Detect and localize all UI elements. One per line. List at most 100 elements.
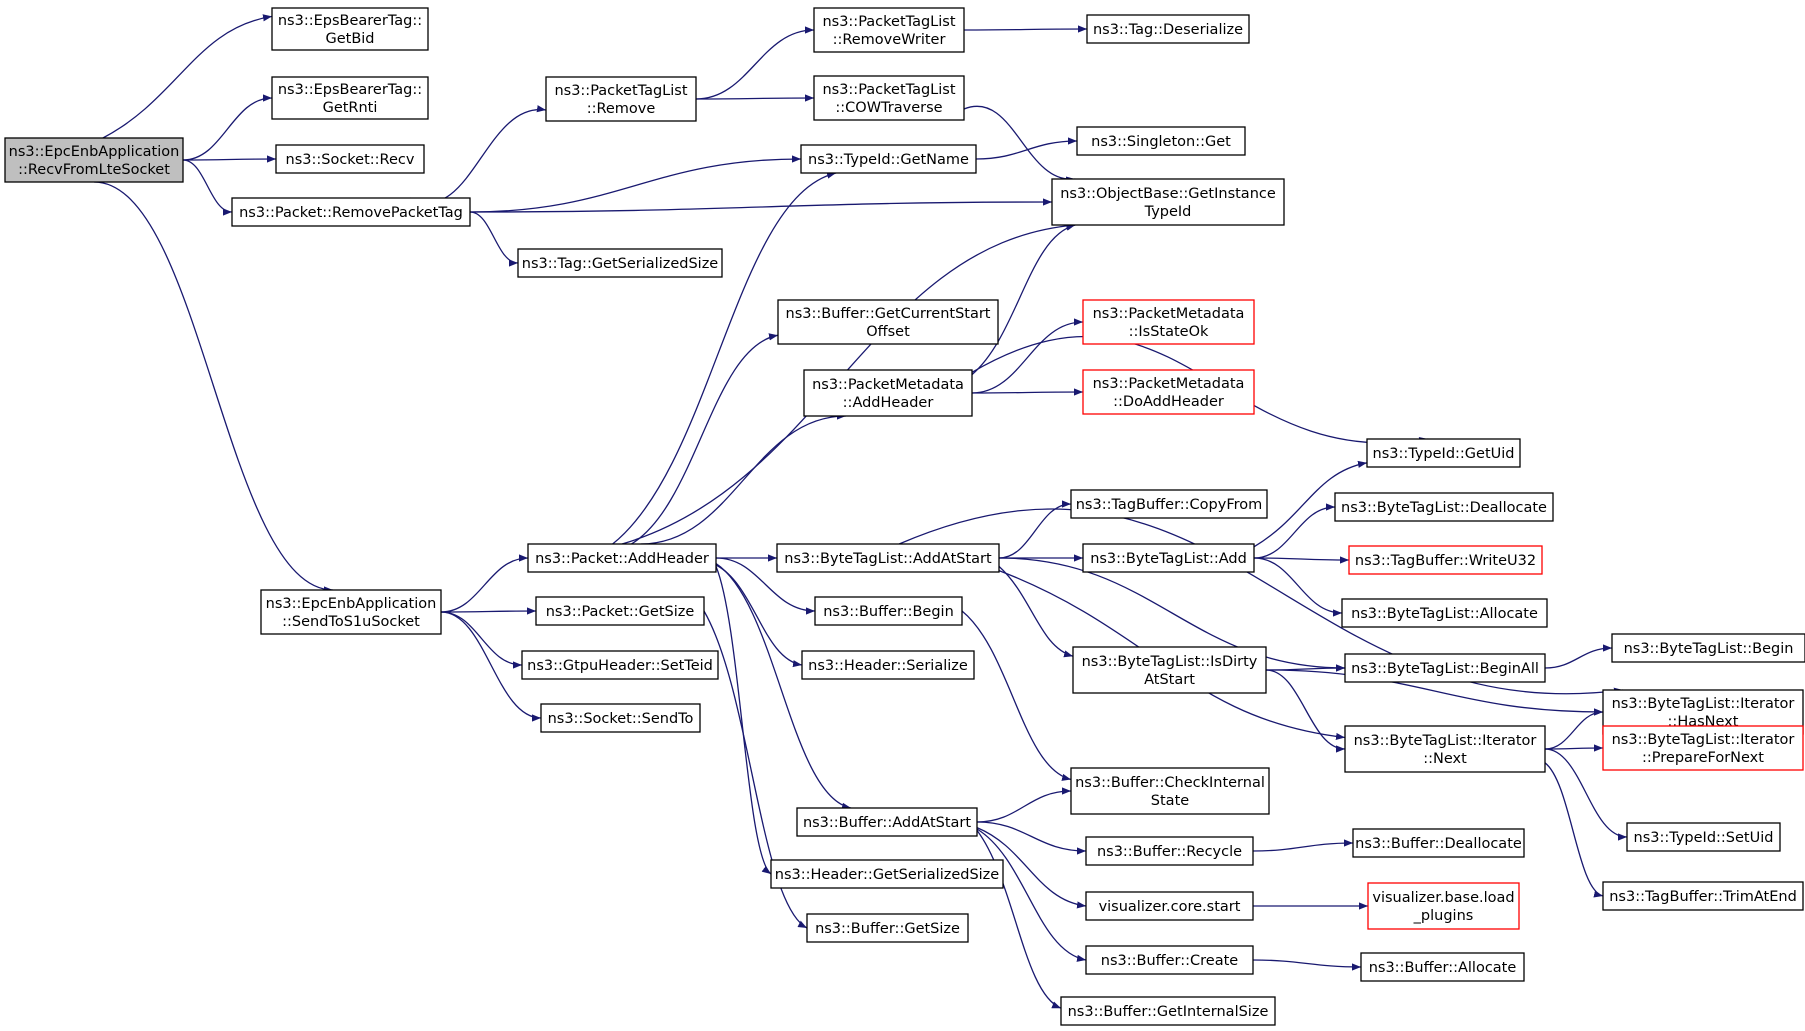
node-btl_begin[interactable]: ns3::ByteTagList::Begin	[1611, 633, 1805, 663]
node-btl_beginall[interactable]: ns3::ByteTagList::BeginAll	[1344, 653, 1546, 683]
node-buffer_addatstart[interactable]: ns3::Buffer::AddAtStart	[796, 807, 978, 837]
edge-packet_addheader-to-objectbase_getinstancetypeid	[621, 222, 1076, 545]
edge-root-to-removepackettag	[182, 159, 233, 216]
node-btl_allocate[interactable]: ns3::ByteTagList::Allocate	[1341, 598, 1548, 628]
node-label-line: ns3::PacketMetadata	[1093, 376, 1245, 392]
edge-btl_isdirtyatstart-to-btl_iterator_hasnext	[1265, 669, 1604, 716]
node-box	[275, 144, 425, 174]
node-box	[1344, 725, 1546, 773]
node-label-line: ns3::Socket::SendTo	[548, 711, 694, 727]
node-header_serialize[interactable]: ns3::Header::Serialize	[801, 650, 975, 680]
node-label-line: visualizer.core.start	[1099, 899, 1241, 915]
node-packet_addheader[interactable]: ns3::Packet::AddHeader	[527, 543, 717, 573]
node-buffer_recycle[interactable]: ns3::Buffer::Recycle	[1085, 836, 1254, 866]
edge-removepackettag-to-ptlremove	[410, 105, 547, 204]
edge-packet_addheader-to-pm_addheader	[640, 412, 847, 545]
edge-ptlremove-to-ptlcowtraverse	[695, 94, 815, 102]
node-visualizer_base_load_plugins[interactable]: visualizer.base.load_plugins	[1367, 882, 1520, 930]
node-label-line: ns3::PacketMetadata	[1093, 306, 1245, 322]
node-typeid_getuid[interactable]: ns3::TypeId::GetUid	[1366, 438, 1521, 468]
node-box	[1082, 299, 1255, 345]
node-label-line: ns3::Singleton::Get	[1091, 134, 1231, 150]
node-buffer_begin[interactable]: ns3::Buffer::Begin	[814, 596, 963, 626]
node-buffer_getsize[interactable]: ns3::Buffer::GetSize	[806, 913, 969, 943]
node-header_getserializedsize[interactable]: ns3::Header::GetSerializedSize	[770, 859, 1004, 889]
node-label-line: AtStart	[1144, 672, 1195, 688]
node-box	[800, 144, 977, 174]
node-buffer_create[interactable]: ns3::Buffer::Create	[1085, 945, 1254, 975]
node-box	[1602, 881, 1804, 911]
node-root[interactable]: ns3::EpcEnbApplication::RecvFromLteSocke…	[4, 137, 184, 183]
node-box	[1072, 646, 1267, 694]
node-socket_sendto[interactable]: ns3::Socket::SendTo	[540, 703, 701, 733]
node-box	[4, 137, 184, 183]
node-box	[1626, 822, 1781, 852]
node-singleton_get[interactable]: ns3::Singleton::Get	[1076, 126, 1246, 156]
edge-btl_addatstart-to-btl_iterator_hasnext	[898, 508, 1624, 695]
node-box	[1076, 126, 1246, 156]
edge-pm_addheader-to-pm_isstateok	[971, 318, 1084, 394]
node-typeid_getname[interactable]: ns3::TypeId::GetName	[800, 144, 977, 174]
node-box	[1085, 891, 1254, 921]
node-buffer_allocate[interactable]: ns3::Buffer::Allocate	[1360, 952, 1525, 982]
edge-buffer_addatstart-to-buffer_checkinternalstate	[976, 787, 1072, 823]
node-ptlcowtraverse[interactable]: ns3::PacketTagList::COWTraverse	[813, 75, 965, 121]
node-box	[777, 299, 999, 345]
node-btl_iterator_preparefornext[interactable]: ns3::ByteTagList::Iterator::PrepareForNe…	[1602, 725, 1804, 771]
node-buffer_deallocate[interactable]: ns3::Buffer::Deallocate	[1352, 828, 1525, 858]
node-label-line: Offset	[866, 324, 910, 340]
node-pm_doaddheader[interactable]: ns3::PacketMetadata::DoAddHeader	[1082, 369, 1255, 415]
node-socketrecv[interactable]: ns3::Socket::Recv	[275, 144, 425, 174]
node-tag_getserializedsize[interactable]: ns3::Tag::GetSerializedSize	[517, 248, 723, 278]
node-gtpu_setteid[interactable]: ns3::GtpuHeader::SetTeid	[521, 650, 719, 680]
node-label-line: ns3::Header::Serialize	[808, 658, 968, 674]
node-btl_addatstart[interactable]: ns3::ByteTagList::AddAtStart	[776, 543, 1000, 573]
node-ptlremovewriter[interactable]: ns3::PacketTagList::RemoveWriter	[813, 7, 965, 53]
node-btl_add[interactable]: ns3::ByteTagList::Add	[1082, 543, 1255, 573]
node-ptlremove[interactable]: ns3::PacketTagList::Remove	[545, 76, 697, 122]
node-getrnti[interactable]: ns3::EpsBearerTag::GetRnti	[271, 76, 429, 120]
node-packet_getsize[interactable]: ns3::Packet::GetSize	[535, 596, 705, 626]
node-label-line: ns3::TagBuffer::TrimAtEnd	[1609, 889, 1797, 905]
edge-pm_addheader-to-pm_doaddheader	[971, 388, 1084, 396]
node-getbid[interactable]: ns3::EpsBearerTag::GetBid	[271, 7, 429, 51]
node-tag_deserialize[interactable]: ns3::Tag::Deserialize	[1086, 14, 1250, 44]
edge-root-to-getbid	[102, 14, 273, 139]
node-tagbuffer_copyfrom[interactable]: ns3::TagBuffer::CopyFrom	[1070, 489, 1268, 519]
node-tagbuffer_trimatend[interactable]: ns3::TagBuffer::TrimAtEnd	[1602, 881, 1804, 911]
edge-btl_add-to-btl_allocate	[1253, 557, 1343, 617]
edge-btl_iterator_next-to-btl_iterator_preparefornext	[1544, 744, 1604, 752]
edge-btl_add-to-tagbuffer_writeu32	[1253, 556, 1350, 564]
node-btl_iterator_next[interactable]: ns3::ByteTagList::Iterator::Next	[1344, 725, 1546, 773]
node-pm_addheader[interactable]: ns3::PacketMetadata::AddHeader	[803, 369, 973, 417]
node-box	[776, 543, 1000, 573]
node-label-line: ns3::Buffer::Allocate	[1369, 960, 1517, 976]
edge-btl_add-to-typeid_getuid	[1253, 460, 1368, 548]
node-box	[271, 7, 429, 51]
node-visualizer_core_start[interactable]: visualizer.core.start	[1085, 891, 1254, 921]
node-buffer_getinternalsize[interactable]: ns3::Buffer::GetInternalSize	[1060, 996, 1276, 1026]
node-box	[770, 859, 1004, 889]
node-box	[271, 76, 429, 120]
node-btl_deallocate[interactable]: ns3::ByteTagList::Deallocate	[1334, 492, 1554, 522]
node-label-line: ns3::ByteTagList::Deallocate	[1341, 500, 1547, 516]
node-label-line: ns3::GtpuHeader::SetTeid	[527, 658, 713, 674]
edge-removepackettag-to-typeid_getname	[469, 155, 802, 213]
node-sendtos1u[interactable]: ns3::EpcEnbApplication::SendToS1uSocket	[260, 589, 442, 635]
node-label-line: ns3::ByteTagList::Iterator	[1354, 733, 1537, 749]
node-label-line: State	[1151, 793, 1189, 809]
edge-ptlremove-to-ptlremovewriter	[695, 26, 815, 100]
node-box	[814, 596, 963, 626]
edge-root-to-sendtos1u	[93, 181, 334, 594]
node-tagbuffer_writeu32[interactable]: ns3::TagBuffer::WriteU32	[1348, 545, 1543, 575]
node-pm_isstateok[interactable]: ns3::PacketMetadata::IsStateOk	[1082, 299, 1255, 345]
edge-btl_iterator_next-to-typeid_setuid	[1544, 748, 1628, 841]
node-typeid_setuid[interactable]: ns3::TypeId::SetUid	[1626, 822, 1781, 852]
node-label-line: ns3::ByteTagList::Iterator	[1612, 732, 1795, 748]
node-removepackettag[interactable]: ns3::Packet::RemovePacketTag	[231, 197, 471, 227]
node-label-line: ns3::Tag::Deserialize	[1093, 22, 1243, 38]
